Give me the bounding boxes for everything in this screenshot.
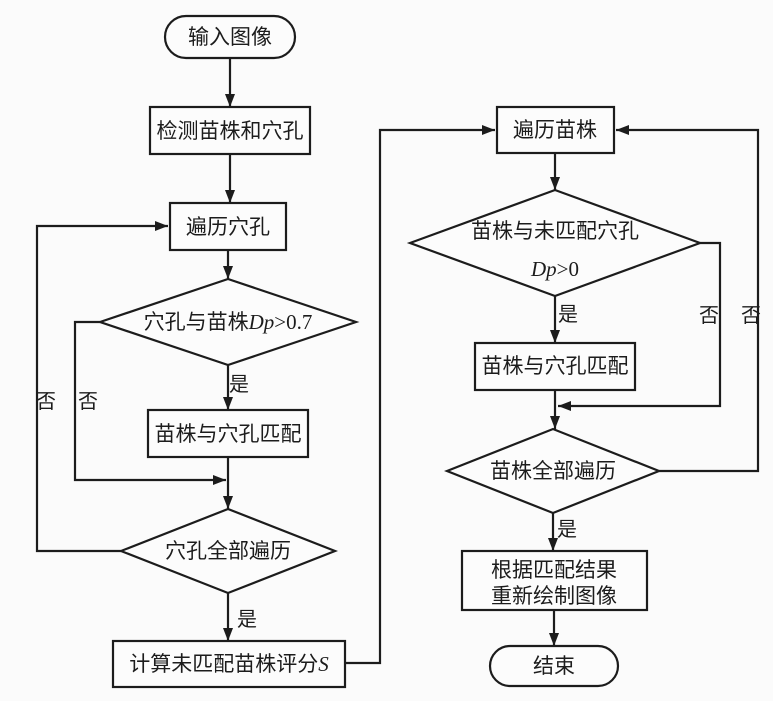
- arrow-down-icon: [549, 633, 559, 646]
- flowchart-arrowheads: [155, 94, 629, 646]
- traverse-seedlings-label: 遍历苗株: [513, 118, 597, 142]
- arrow-down-icon: [223, 266, 233, 279]
- redraw-process-box: [460, 549, 649, 612]
- flowchart-branch-labels: 是 是 是 是 否 否 否 否: [36, 304, 761, 631]
- edge-d3-no-skip: [558, 241, 722, 408]
- d3-no-label: 否: [699, 305, 719, 327]
- start-label: 输入图像: [188, 25, 272, 49]
- edge-score-to-traverse-seedlings: [345, 128, 495, 665]
- edge-d4-no-loop: [616, 128, 760, 473]
- detect-label: 检测苗株和穴孔: [157, 119, 304, 143]
- d2-no-label: 否: [36, 391, 56, 413]
- end-label: 结束: [533, 654, 575, 678]
- flowchart-node-labels: 输入图像 检测苗株和穴孔 遍历穴孔 穴孔与苗株Dp>0.7 苗株与穴孔匹配 穴孔…: [129, 25, 639, 678]
- arrow-down-icon: [550, 330, 560, 343]
- d4-no-label: 否: [741, 305, 761, 327]
- match-left-process-box: [146, 408, 310, 459]
- d1-yes-label: 是: [229, 374, 249, 396]
- holes-done-decision-label: 穴孔全部遍历: [165, 539, 291, 563]
- holes-done-decision-diamond: [117, 507, 339, 595]
- edge-d1-no-skip: [73, 320, 226, 482]
- detect-process-box: [148, 105, 312, 156]
- seedling-dp-suffix: >0: [557, 257, 579, 281]
- compute-score-variable: S: [318, 652, 329, 676]
- hole-dp-prefix: 穴孔与苗株: [144, 310, 249, 334]
- arrow-down-icon: [225, 94, 235, 107]
- d1-no-label: 否: [78, 391, 98, 413]
- compute-score-prefix: 计算未匹配苗株评分: [129, 652, 318, 676]
- seedling-dp-decision-line2: Dp>0: [530, 257, 579, 281]
- hole-dp-suffix: >0.7: [274, 310, 312, 334]
- traverse-holes-label: 遍历穴孔: [186, 215, 270, 239]
- arrow-down-icon: [550, 177, 560, 190]
- d2-yes-label: 是: [237, 609, 257, 631]
- arrow-left-icon: [558, 401, 571, 411]
- hole-dp-variable: Dp: [248, 310, 275, 334]
- traverse-seedlings-process-box: [495, 105, 616, 155]
- d4-yes-label: 是: [557, 519, 577, 541]
- arrow-left-icon: [616, 125, 629, 135]
- compute-score-process-box: [111, 639, 347, 689]
- arrow-right-icon: [213, 475, 226, 485]
- arrow-down-icon: [223, 496, 233, 509]
- seedling-dp-variable: Dp: [530, 257, 557, 281]
- flowchart-edges: [35, 58, 760, 665]
- redraw-label-line2: 重新绘制图像: [491, 584, 617, 608]
- compute-score-label: 计算未匹配苗株评分S: [129, 652, 329, 676]
- edge-d2-no-loop: [35, 224, 168, 553]
- hole-dp-decision-label: 穴孔与苗株Dp>0.7: [144, 310, 313, 334]
- arrow-down-icon: [225, 190, 235, 203]
- match-right-process-box: [473, 341, 637, 392]
- arrow-right-icon: [482, 125, 495, 135]
- arrow-down-icon: [548, 538, 558, 551]
- end-terminator: [488, 644, 620, 688]
- seedlings-done-decision-diamond: [444, 427, 662, 515]
- match-right-label: 苗株与穴孔匹配: [482, 354, 629, 378]
- flowchart-nodes: [96, 14, 704, 689]
- traverse-holes-process-box: [168, 201, 288, 252]
- arrow-down-icon: [550, 416, 560, 429]
- arrow-down-icon: [223, 397, 233, 410]
- match-left-label: 苗株与穴孔匹配: [155, 422, 302, 446]
- seedling-dp-decision-line1: 苗株与未匹配穴孔: [471, 219, 639, 243]
- hole-dp-decision-diamond: [96, 277, 360, 367]
- seedling-dp-decision-diamond: [406, 188, 704, 298]
- start-terminator: [163, 14, 297, 60]
- arrow-right-icon: [155, 221, 168, 231]
- d3-yes-label: 是: [558, 304, 578, 326]
- seedlings-done-decision-label: 苗株全部遍历: [490, 459, 616, 483]
- redraw-label-line1: 根据匹配结果: [491, 558, 617, 582]
- arrow-down-icon: [223, 628, 233, 641]
